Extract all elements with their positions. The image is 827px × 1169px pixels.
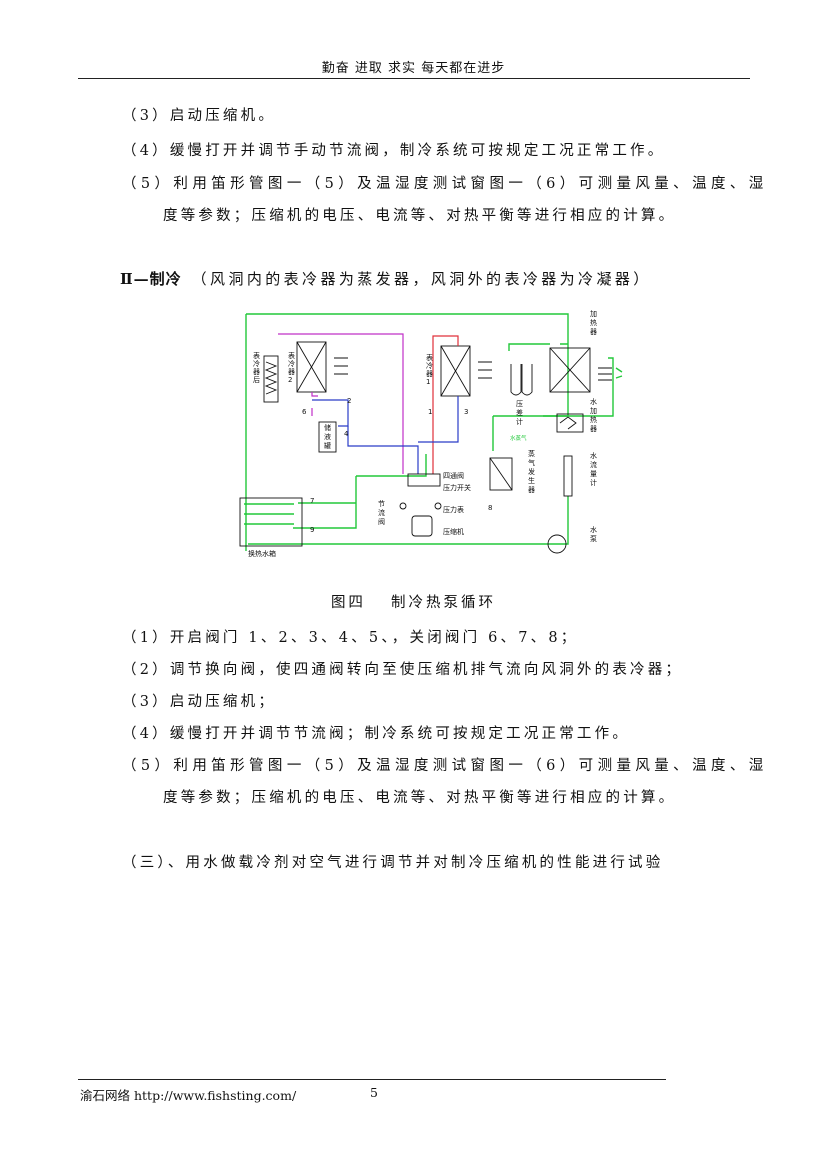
pressure-gauge-right: [434, 502, 442, 510]
label-water-flowmeter: 水流量计: [590, 451, 597, 487]
valve-number-7: 7: [310, 497, 314, 505]
red-pipe: [432, 335, 459, 474]
valve-number-4: 4: [344, 430, 349, 438]
text-line: 度等参数；压缩机的电压、电流等、对热平衡等进行相应的计算。: [163, 208, 677, 224]
cooler-2-cross: [296, 341, 327, 393]
green-pipe-mid: [356, 454, 427, 477]
label-water-heater: 水加热器: [590, 397, 597, 433]
section-three-title: （三）、用水做载冷剂对空气进行调节并对制冷压缩机的性能进行试验: [122, 855, 664, 871]
airflow-flash: [615, 367, 623, 379]
steam-generator-slash: [489, 457, 513, 491]
text-line: （1）开启阀门 1、2、3、4、5、，关闭阀门 6、7、8；: [122, 630, 579, 646]
green-pipe-tank: [293, 476, 357, 529]
footer-site: 渝石网络 http://www.fishsting.com/: [80, 1088, 297, 1103]
label-compressor: 压缩机: [443, 527, 464, 536]
text-line: （4）缓慢打开并调节节流阀；制冷系统可按规定工况正常工作。: [122, 726, 631, 742]
label-four-way-valve: 四通阀: [443, 471, 464, 480]
airflow-arrows-heater: [598, 367, 612, 381]
header-rule: [78, 78, 750, 79]
text-line: （5）利用笛形管图一（5）及温湿度测试窗图一（6）可测量风量、温度、湿: [122, 758, 768, 774]
label-water-tank: 换热水箱: [248, 549, 276, 558]
label-reservoir: 储液罐: [324, 423, 331, 450]
text-line: （3）启动压缩机；: [122, 694, 277, 710]
cooler-1-cross: [440, 345, 471, 397]
text-line: （3）启动压缩机。: [122, 108, 277, 124]
green-pipe-bottom: [248, 496, 569, 545]
manometer-tube-2: [521, 364, 533, 396]
airflow-arrows-1: [478, 361, 492, 379]
cooler-rear-block: [263, 355, 279, 403]
heater-box: [549, 347, 591, 393]
label-manometer: 压差计: [516, 400, 523, 426]
label-throttle: 节流阀: [378, 500, 385, 526]
valve-number-6: 6: [302, 408, 307, 416]
text-line: （2）调节换向阀，使四通阀转向至使压缩机排气流向风洞外的表冷器；: [122, 662, 684, 678]
text-line: 度等参数；压缩机的电压、电流等、对热平衡等进行相应的计算。: [163, 790, 677, 806]
valve-number-1: 1: [428, 408, 432, 416]
water-heater-coil: [559, 416, 577, 430]
label-heater: 加热器: [590, 309, 597, 336]
airflow-arrows-2: [334, 357, 348, 375]
section-heading: Ⅱ—制冷 （风洞内的表冷器为蒸发器，风洞外的表冷器为冷凝器）: [120, 268, 652, 289]
blue-pipe: [312, 396, 459, 443]
green-pipe-steam: [492, 415, 568, 451]
magenta-pipe: [278, 333, 404, 474]
label-pressure-gauge: 压力表: [443, 505, 464, 514]
label-steam-generator: 蒸气发生器: [528, 449, 535, 494]
pressure-gauge-left: [399, 502, 407, 510]
page-number: 5: [370, 1085, 378, 1100]
magenta-pipe-2: [311, 392, 318, 416]
footer-rule: [78, 1079, 666, 1080]
green-pipe-loop: [543, 357, 614, 417]
heading-title: Ⅱ—制冷: [120, 270, 182, 288]
text-line: （4）缓慢打开并调节手动节流阀，制冷系统可按规定工况正常工作。: [122, 143, 666, 159]
heading-note: （风洞内的表冷器为蒸发器，风洞外的表冷器为冷凝器）: [191, 270, 652, 288]
water-pump-circle: [547, 534, 567, 554]
green-pipe-top: [245, 313, 569, 551]
label-pressure-switch: 压力开关: [443, 483, 471, 492]
label-cooler-rear: 表冷器后: [253, 351, 260, 384]
green-pipe-heater: [508, 343, 568, 351]
blue-pipe-2: [347, 426, 419, 474]
four-way-valve: [407, 473, 441, 487]
valve-number-9: 9: [310, 526, 314, 534]
valve-number-2: 2: [347, 397, 351, 405]
text-line: （5）利用笛形管图一（5）及温湿度测试窗图一（6）可测量风量、温度、湿: [122, 176, 768, 192]
manometer-tube: [510, 364, 522, 396]
label-water-pump: 水泵: [590, 525, 597, 543]
reservoir-box: [318, 421, 337, 453]
heater-cross: [549, 347, 591, 393]
water-tank-coils: [244, 503, 294, 525]
cooler-1-box: [440, 345, 471, 397]
figure-caption: 图四 制冷热泵循环: [330, 595, 497, 611]
water-flowmeter: [563, 455, 573, 497]
valve-number-3: 3: [464, 408, 468, 416]
steam-generator-box: [489, 457, 513, 491]
header-motto: 勤奋 进取 求实 每天都在进步: [321, 61, 506, 76]
refrigeration-cycle-diagram: .g { stroke: #22c83a; fill: none; stroke…: [239, 309, 623, 558]
water-tank-box: [239, 497, 303, 547]
label-steam: 水蒸气: [510, 434, 527, 442]
compressor-body: [411, 515, 433, 537]
cooler-rear-coil: [264, 361, 278, 395]
valve-number-8: 8: [488, 504, 492, 512]
water-heater-box: [556, 413, 584, 433]
